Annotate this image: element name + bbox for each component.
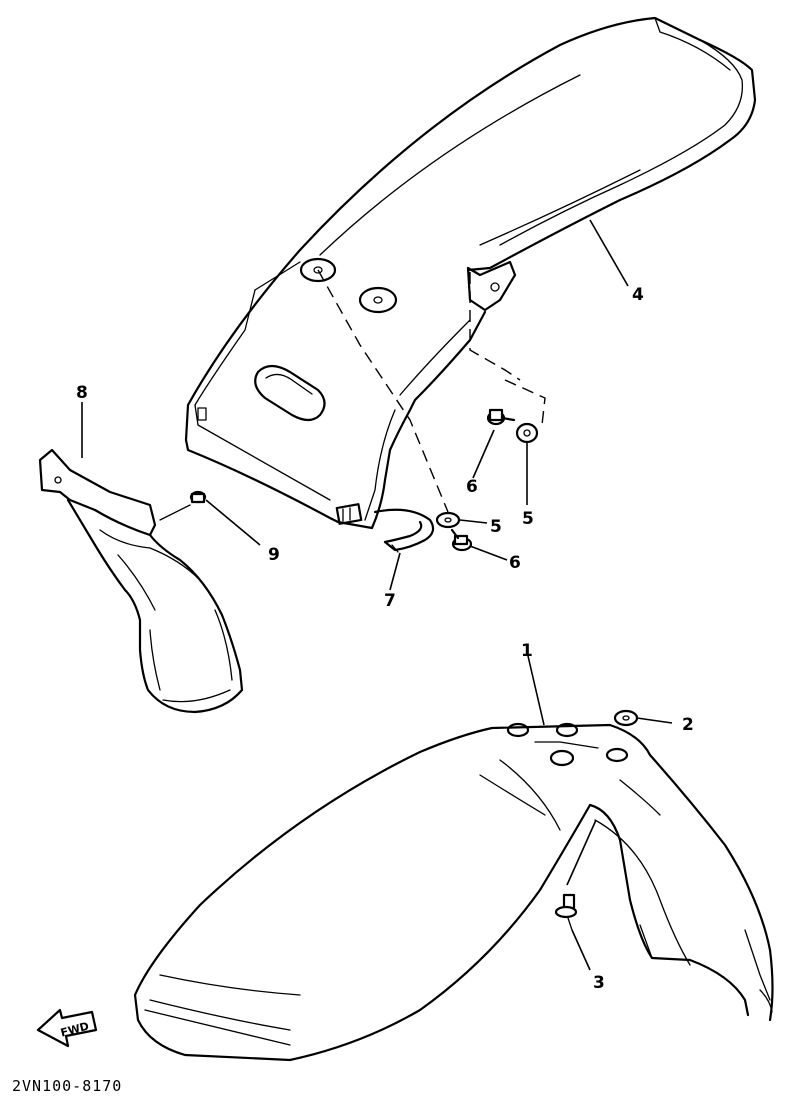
washer-5-upper [515,422,539,444]
washer-2 [613,709,639,727]
fwd-label: FWD [59,1020,90,1040]
washer-5-lower [435,511,461,529]
callout-4: 4 [632,285,644,305]
rear-fender [184,16,757,530]
leader-lines [81,219,673,971]
callout-1: 1 [521,641,533,661]
callout-6-upper: 6 [466,477,478,497]
callout-3: 3 [593,973,605,993]
screw-9 [159,490,207,521]
callout-5-right: 5 [522,509,534,529]
callout-8: 8 [76,383,88,403]
callout-9: 9 [268,545,280,565]
fwd-arrow-icon: FWD [36,1008,98,1048]
front-fender [133,722,774,1062]
callout-6-lower: 6 [509,553,521,573]
callout-7: 7 [384,591,396,611]
mud-flap [38,448,244,714]
bolt-6-upper [486,408,516,426]
callout-2: 2 [682,715,694,735]
callout-5-lower: 5 [490,517,502,537]
bolt-6-lower [450,528,473,552]
drawing-code: 2VN100-8170 [12,1077,122,1095]
bolt-3 [554,893,578,931]
clip-band [373,508,435,553]
assembly-lines-rear [317,269,546,513]
